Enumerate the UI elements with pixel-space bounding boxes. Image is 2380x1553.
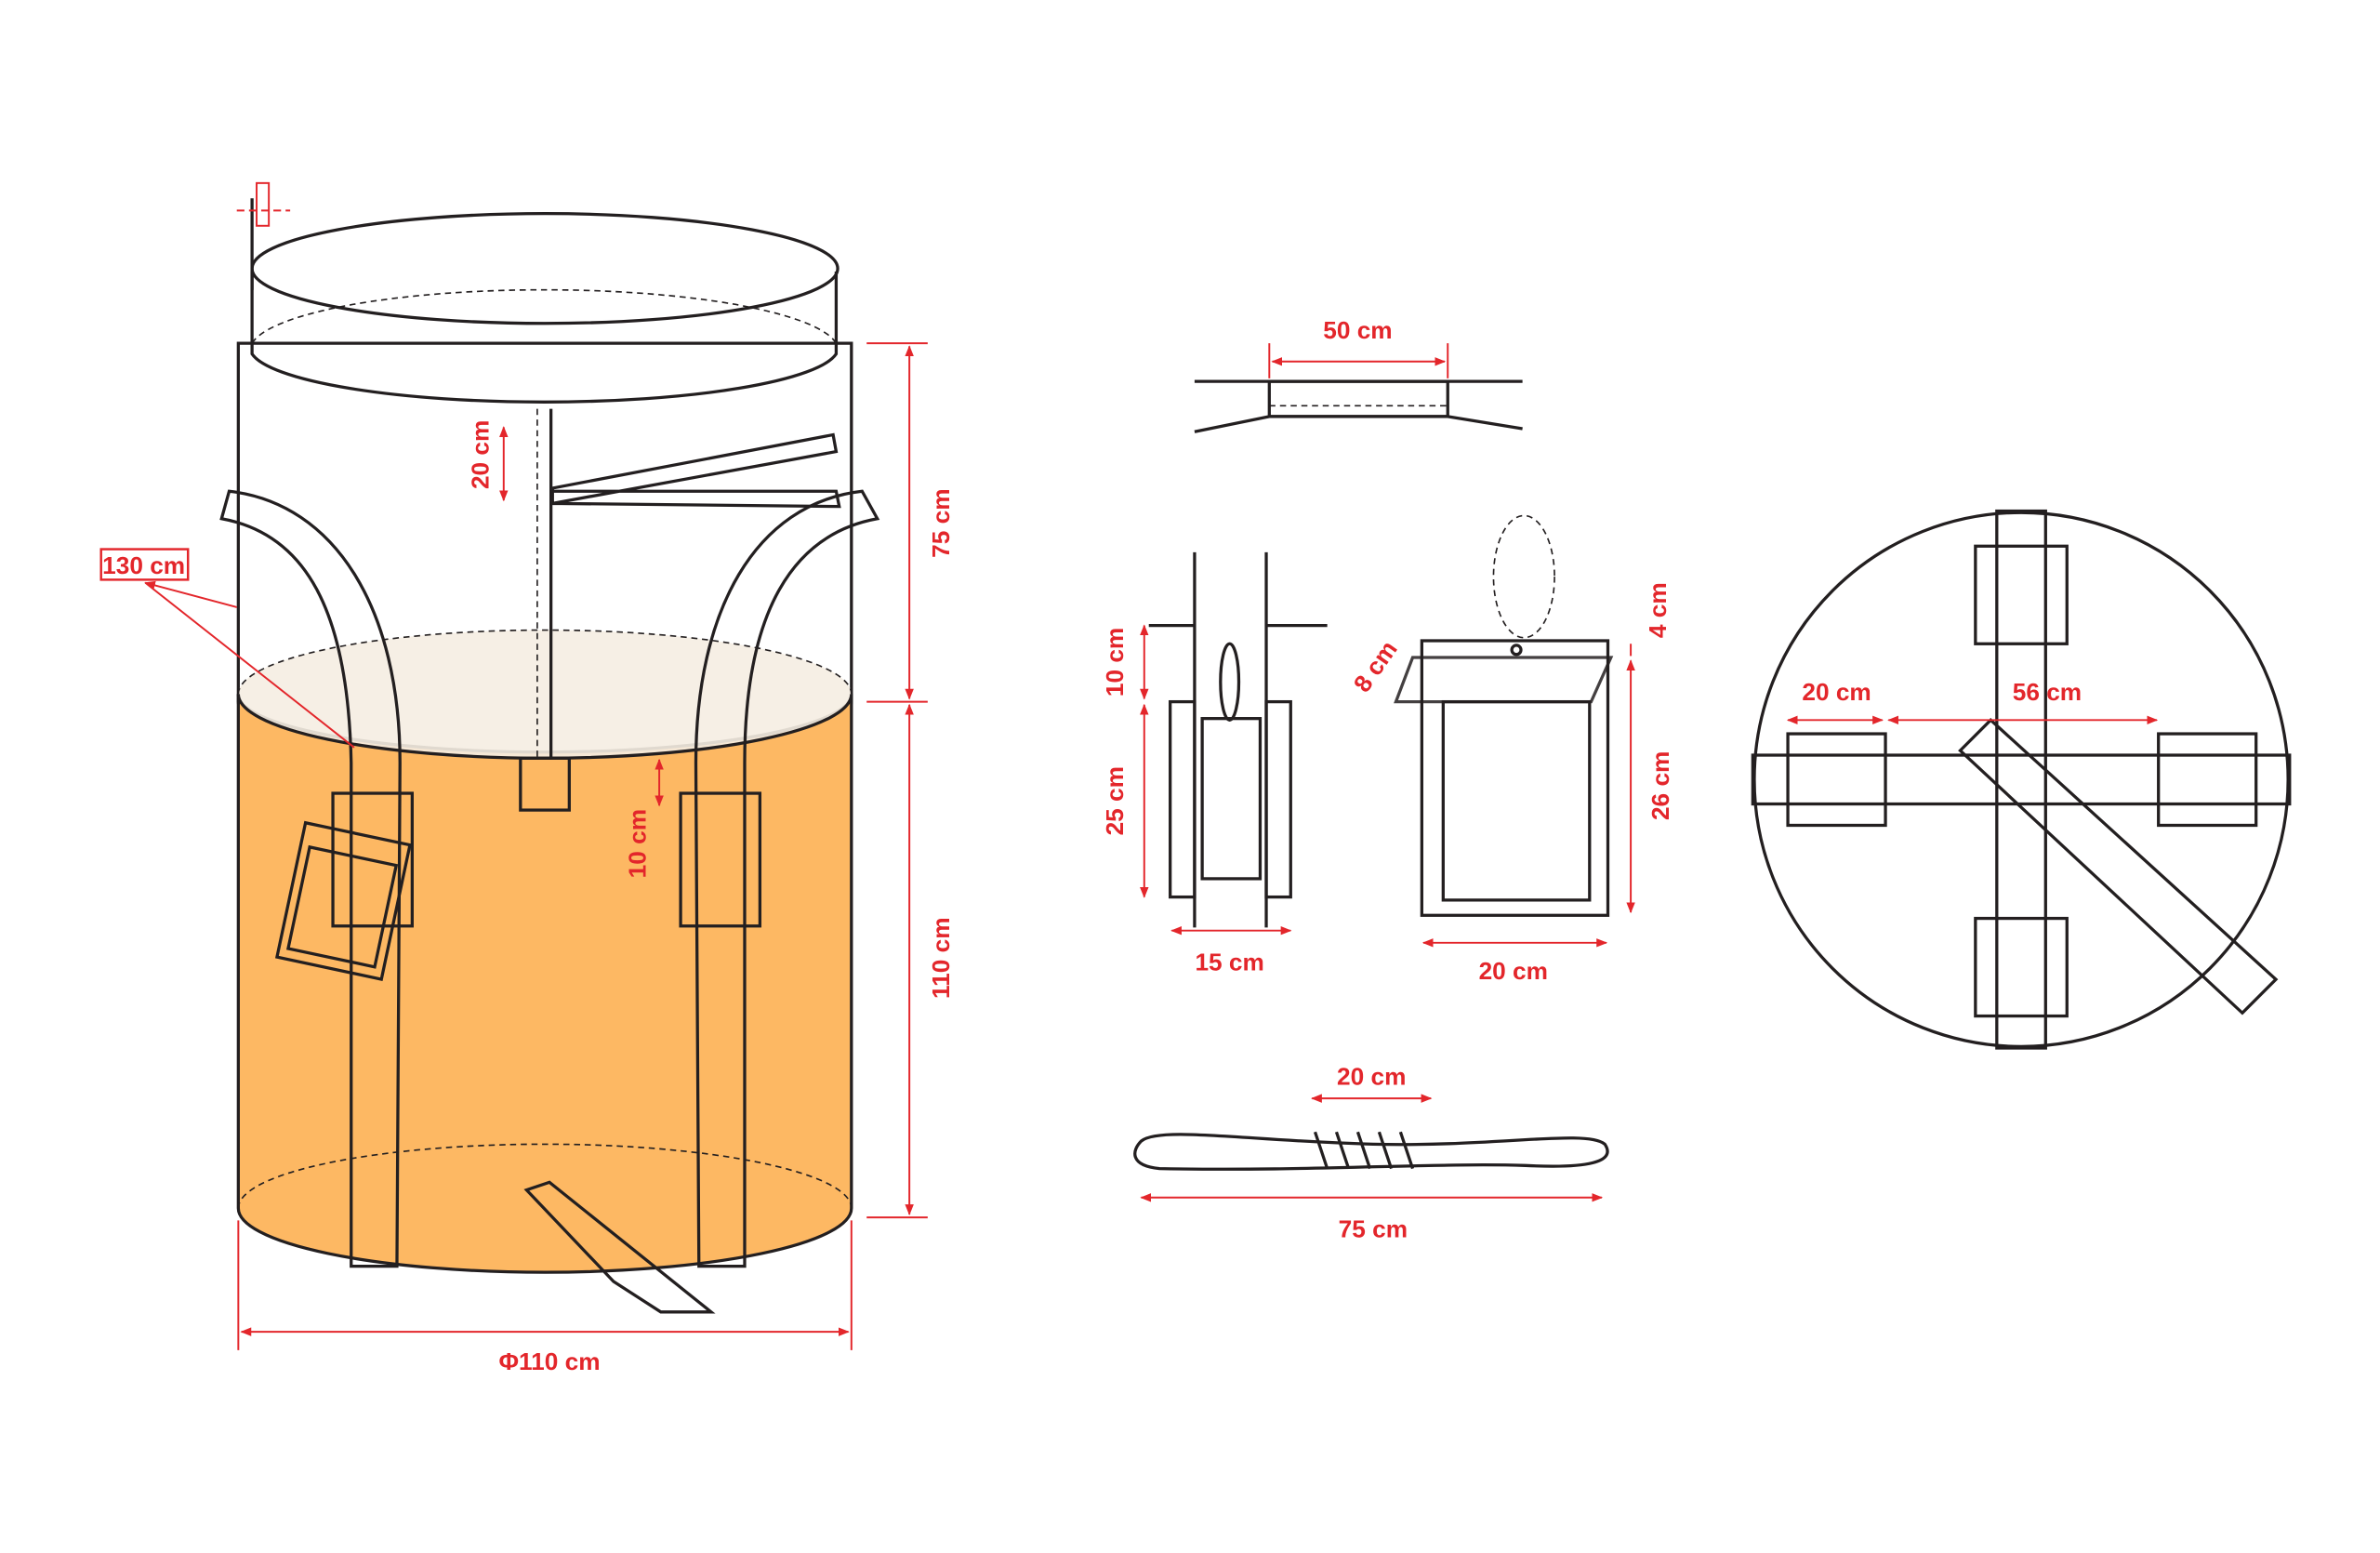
- loop-length-label: 130 cm: [102, 551, 185, 579]
- loop-width-label: 15 cm: [1195, 948, 1263, 976]
- top-height-label: 75 cm: [927, 488, 955, 557]
- spout-length-label: 20 cm: [466, 420, 494, 489]
- loop-attachment-detail: 10 cm 25 cm 15 cm: [1101, 551, 1328, 976]
- tie-string-detail: 20 cm 75 cm: [1133, 1062, 1609, 1242]
- pocket-flap-label: 8 cm: [1348, 636, 1403, 697]
- bottom-view: 20 cm 56 cm: [1751, 509, 2292, 1050]
- bottom-spout-label: 10 cm: [623, 809, 651, 878]
- diameter-label: Φ110 cm: [498, 1347, 600, 1375]
- document-pocket-detail: 4 cm 26 cm 8 cm 20 cm: [1348, 514, 1674, 985]
- spout-detail: 50 cm: [1194, 316, 1523, 433]
- pocket-top-label: 4 cm: [1644, 582, 1672, 638]
- body-height-label: 110 cm: [927, 917, 955, 999]
- loop-top-label: 10 cm: [1101, 628, 1129, 697]
- tie-length-label: 75 cm: [1339, 1215, 1408, 1242]
- spout-width-label: 50 cm: [1323, 316, 1392, 344]
- loop-height-label: 25 cm: [1101, 766, 1129, 835]
- tie-stitch-label: 20 cm: [1337, 1062, 1406, 1090]
- patch-size-label: 20 cm: [1802, 678, 1871, 706]
- patch-spacing-label: 56 cm: [2013, 678, 2082, 706]
- pocket-height-label: 26 cm: [1646, 751, 1674, 820]
- main-bag-view: 75 cm 110 cm Φ110 cm 20 cm 10 cm 130 cm: [99, 181, 955, 1375]
- pocket-width-label: 20 cm: [1479, 957, 1548, 985]
